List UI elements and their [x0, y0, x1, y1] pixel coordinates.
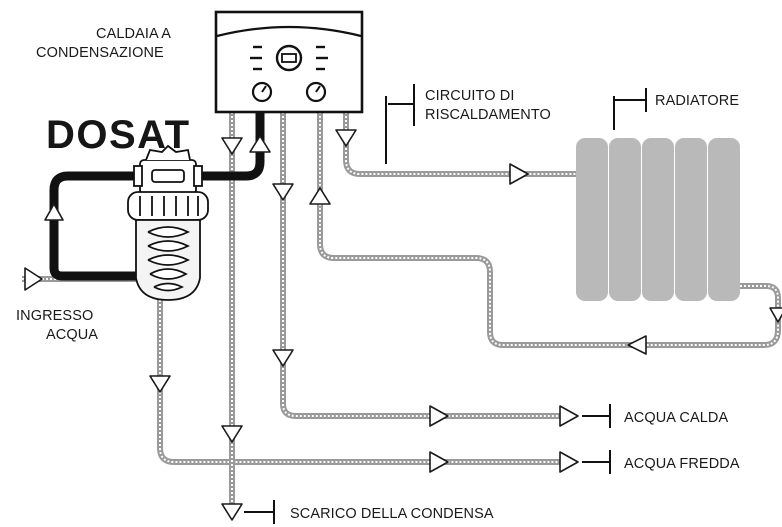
label-leaders: [244, 84, 647, 524]
hot-water-label: ACQUA CALDA: [624, 410, 728, 426]
arrow-icon: [272, 349, 294, 367]
radiator-label: RADIATORE: [655, 93, 739, 109]
inlet-label-line1: INGRESSO: [16, 308, 93, 324]
dosat-filter: [127, 144, 209, 301]
circuit-label-line1: CIRCUITO DI: [425, 88, 514, 104]
arrow-icon: [559, 451, 579, 473]
arrow-icon: [429, 405, 449, 427]
arrow-icon: [221, 425, 243, 443]
arrow-icon: [509, 163, 529, 185]
condensate-drain-label: SCARICO DELLA CONDENSA: [290, 506, 494, 522]
arrow-icon: [249, 135, 271, 153]
arrow-icon: [627, 335, 647, 355]
arrow-icon: [221, 137, 243, 155]
dial-icon: [251, 81, 273, 103]
boiler-label-line1: CALDAIA A: [96, 26, 171, 42]
arrow-icon: [335, 129, 357, 147]
circuit-label-line2: RISCALDAMENTO: [425, 107, 551, 123]
arrow-icon: [769, 307, 782, 323]
condensing-boiler: [214, 10, 364, 114]
arrow-icon: [559, 405, 579, 427]
filter-brand: DOSAT: [46, 113, 191, 157]
arrow-icon: [309, 187, 331, 205]
cold-water-label: ACQUA FREDDA: [624, 456, 740, 472]
arrow-icon: [221, 503, 243, 521]
dial-icon: [305, 81, 327, 103]
arrow-icon: [149, 375, 171, 393]
treated-pipes: [49, 112, 265, 281]
display-icon: [275, 44, 303, 72]
indicator-lines: [250, 45, 328, 71]
arrow-icon: [272, 183, 294, 201]
flow-arrows: [24, 129, 782, 521]
arrow-icon: [44, 203, 64, 221]
boiler-label-line2: CONDENSAZIONE: [36, 45, 164, 61]
arrow-icon: [429, 451, 449, 473]
arrow-icon: [24, 267, 43, 291]
inlet-label-line2: ACQUA: [46, 327, 98, 343]
radiator: [576, 138, 740, 301]
